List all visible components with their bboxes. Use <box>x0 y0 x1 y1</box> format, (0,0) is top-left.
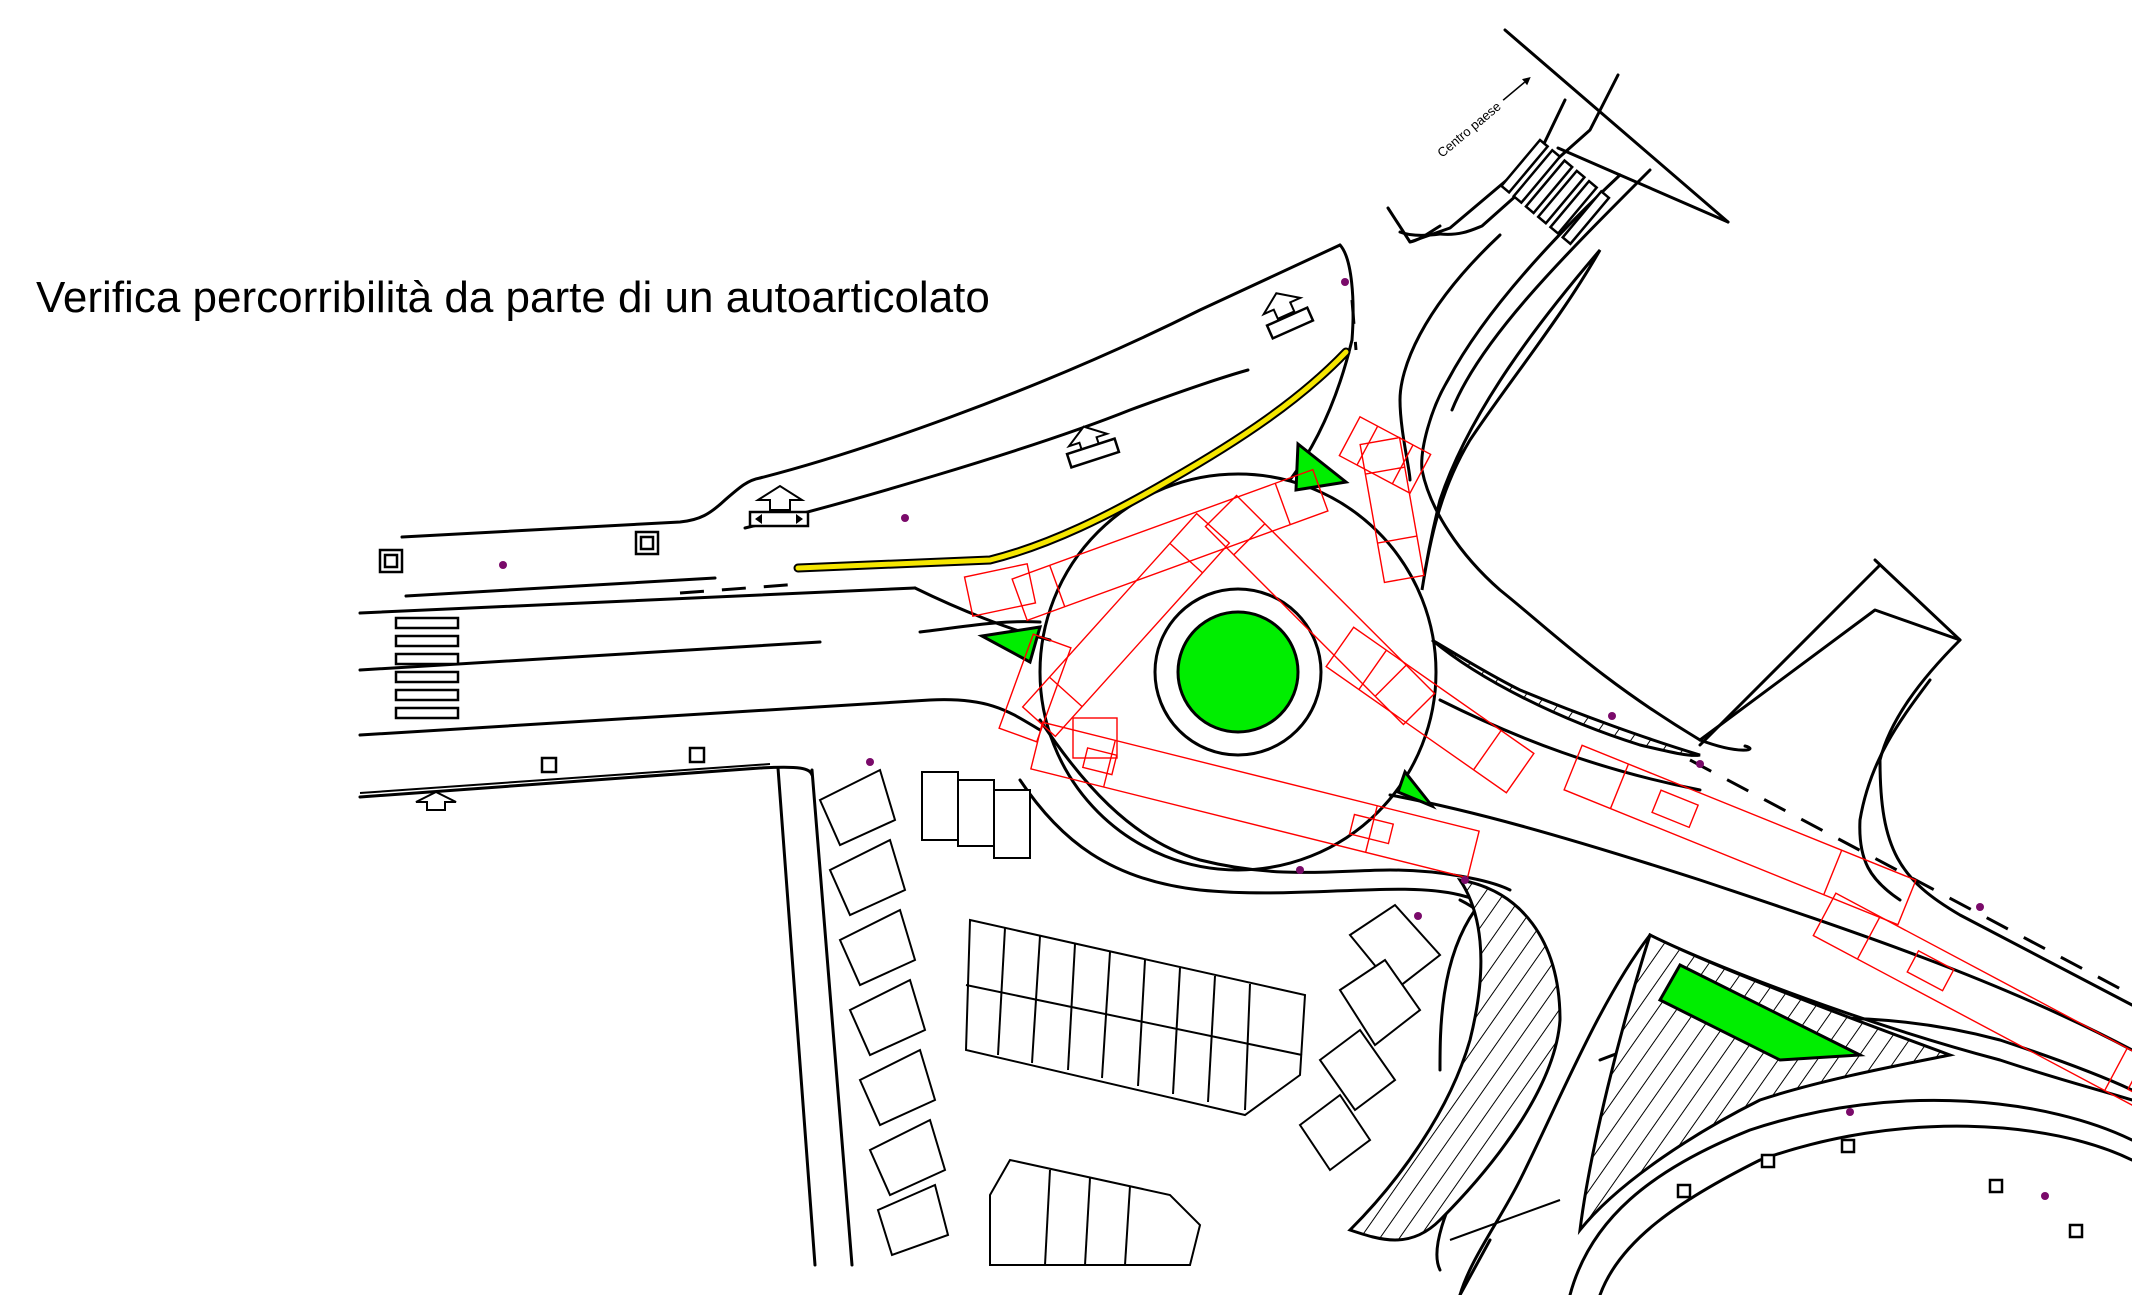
articulated-truck-icon <box>1325 626 1535 794</box>
hatched-median-north <box>1420 249 1602 591</box>
roundabout-outer-ring <box>1038 472 1438 872</box>
articulated-truck-icon <box>1011 468 1329 622</box>
articulated-truck-icon <box>1204 494 1436 726</box>
articulated-truck-icon <box>1359 436 1425 584</box>
vehicle-swept-path <box>963 415 2132 1134</box>
bollards <box>378 530 2084 1239</box>
arrow-right-icon <box>1502 77 1531 101</box>
articulated-truck-icon <box>1338 415 1432 495</box>
articulated-truck-icon <box>1021 512 1231 738</box>
arrow-up-icon <box>415 790 457 811</box>
parking-area <box>776 766 1442 1267</box>
parking-stalls-angled <box>818 768 950 1257</box>
parking-block-central <box>964 918 1307 1117</box>
green-bed-southeast <box>1657 963 1866 1062</box>
articulated-truck-icon <box>1030 721 1480 879</box>
splitter-island-north <box>1294 441 1350 492</box>
articulated-truck-icon <box>1563 744 1917 926</box>
splitter-island-west <box>977 625 1043 665</box>
plan-title: Verifica percorribilità da parte di un a… <box>36 273 990 322</box>
hatched-island-southeast <box>1577 932 1956 1236</box>
hatched-areas <box>1347 249 1956 1242</box>
articulated-truck-icon <box>1812 892 2132 1134</box>
arrow-up-icon <box>1261 292 1304 321</box>
direction-label: Centro paese <box>1434 99 1503 161</box>
crosswalk-west <box>394 616 460 720</box>
crosswalk-north <box>1499 138 1611 246</box>
articulated-truck-icon <box>1072 717 1118 759</box>
traffic-islands <box>977 441 1866 1062</box>
splitter-island-east <box>1396 768 1437 810</box>
roundabout-central-island <box>1176 610 1300 734</box>
hatched-median-south <box>1347 877 1562 1242</box>
road-network <box>358 28 2132 1295</box>
direction-indicator: Centro paese <box>1434 77 1531 161</box>
articulated-truck-icon <box>998 633 1072 743</box>
hatched-median-east <box>1431 638 1701 757</box>
parking-stalls-north <box>921 771 1031 859</box>
parking-stalls-right <box>1298 903 1442 1172</box>
parking-block-south <box>989 1158 1202 1266</box>
arrow-up-icon <box>754 484 806 511</box>
lane-arrows <box>415 292 1315 811</box>
roundabout-inner-ring <box>1153 587 1323 757</box>
survey-points <box>499 278 2049 1200</box>
articulated-truck-icon <box>963 562 1037 618</box>
